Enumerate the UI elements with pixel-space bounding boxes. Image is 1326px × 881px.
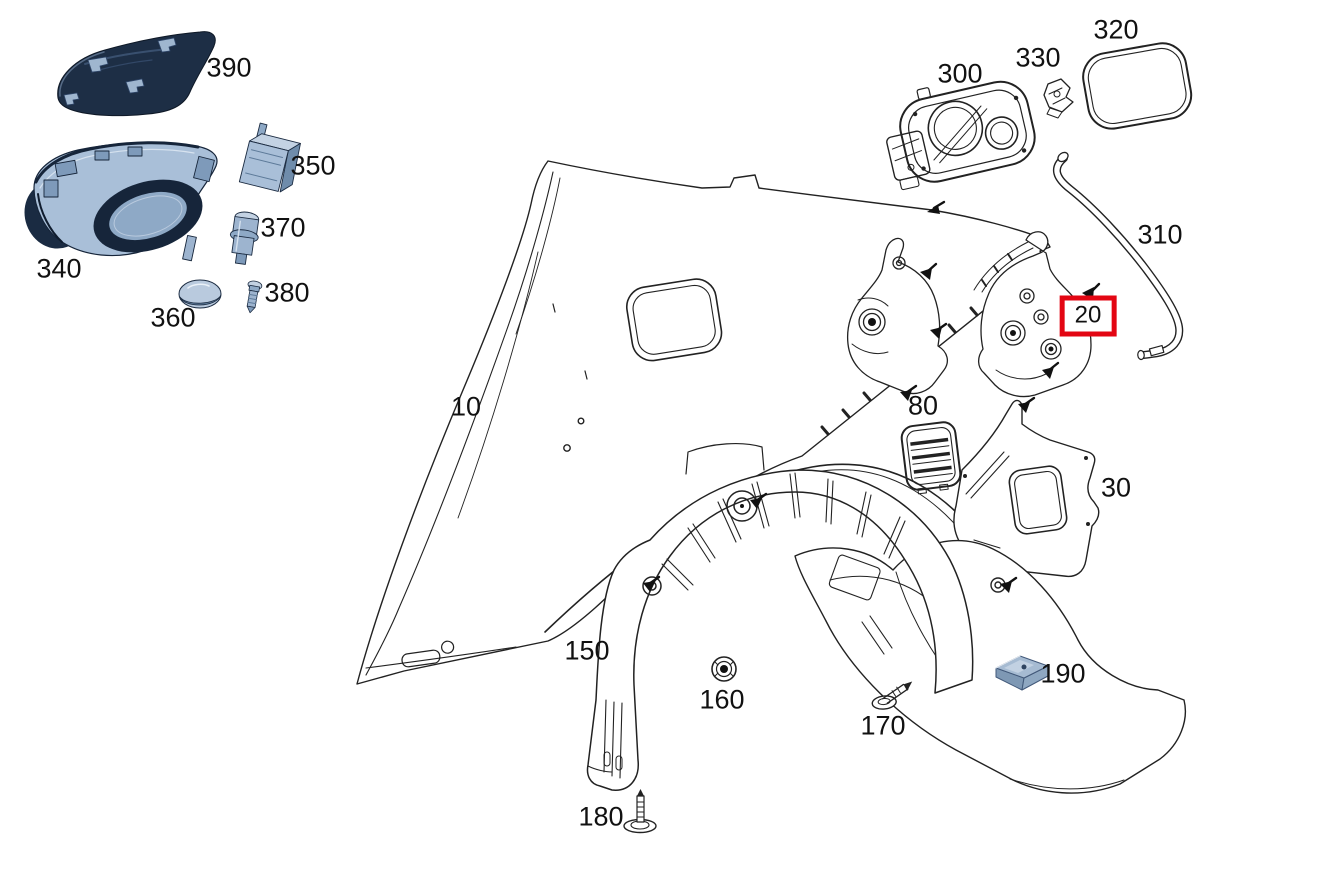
part-310-drain-hose-art[interactable] [1052, 151, 1184, 361]
part-label-150[interactable]: 150 [564, 635, 610, 666]
hidden-bracket-art [846, 237, 949, 395]
part-170-clip-art[interactable] [870, 681, 914, 710]
part-390-flap-cover-art[interactable] [57, 31, 216, 117]
bolt-arrow-icons [643, 200, 1101, 593]
part-label-390[interactable]: 390 [206, 52, 252, 83]
part-20-bracket-art[interactable] [973, 231, 1092, 398]
part-label-80[interactable]: 80 [907, 390, 939, 421]
part-190-clip-art[interactable] [995, 655, 1049, 691]
part-150-arch-liner-art[interactable] [586, 443, 974, 791]
part-label-160[interactable]: 160 [699, 684, 745, 715]
part-label-20[interactable]: 20 [1059, 295, 1117, 337]
part-360-cap-art[interactable] [178, 279, 222, 309]
part-300-filler-plate-art[interactable] [877, 66, 1040, 191]
part-label-350[interactable]: 350 [290, 150, 336, 181]
part-330-clip-art[interactable] [1043, 78, 1074, 119]
part-label-300[interactable]: 300 [937, 58, 983, 89]
part-label-30[interactable]: 30 [1100, 472, 1132, 503]
part-label-320[interactable]: 320 [1093, 14, 1139, 45]
part-label-170[interactable]: 170 [860, 710, 906, 741]
part-label-340[interactable]: 340 [36, 253, 82, 284]
part-380-screw-art[interactable] [243, 280, 263, 314]
part-label-180[interactable]: 180 [578, 801, 624, 832]
part-label-360[interactable]: 360 [150, 302, 196, 333]
part-160-grommet-art[interactable] [711, 656, 737, 682]
part-80-vent-grille-art[interactable] [900, 421, 962, 495]
part-label-10[interactable]: 10 [450, 391, 482, 422]
part-label-310[interactable]: 310 [1137, 219, 1183, 250]
part-180-screw-art[interactable] [623, 789, 657, 834]
part-340-filler-housing-art[interactable] [15, 141, 218, 265]
part-label-370[interactable]: 370 [260, 212, 306, 243]
part-370-lock-pin-art[interactable] [227, 210, 262, 265]
part-label-380[interactable]: 380 [264, 277, 310, 308]
part-label-190[interactable]: 190 [1040, 658, 1086, 689]
part-label-330[interactable]: 330 [1015, 42, 1061, 73]
part-320-flap-lid-art[interactable] [1079, 40, 1195, 133]
part-350-actuator-art[interactable] [238, 122, 304, 195]
